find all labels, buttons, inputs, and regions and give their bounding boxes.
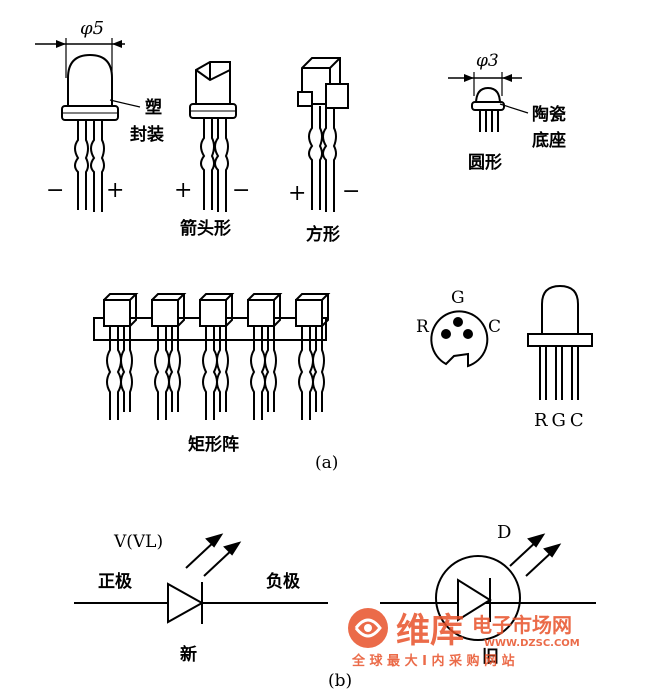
d-label: D [497,522,511,543]
new-caption: 新 [180,644,197,665]
pin-r: R [416,317,430,337]
led-square [297,57,349,212]
negative-label: 负极 [266,571,300,592]
phi5-label: φ5 [80,18,104,39]
pin-g: G [451,288,465,308]
plastic-label-2: 封装 [130,124,164,145]
arrow-plus: + [174,178,192,203]
led-matrix [93,293,331,420]
ceramic-label-1: 陶瓷 [532,104,566,125]
watermark-brand: 维库 [396,611,464,651]
led-symbol-new [74,533,328,624]
watermark-slogan: 全 球 最 大 I 内 采 购 网 站 [351,653,515,669]
phi3-label: φ3 [476,51,499,71]
led-symbol-old [380,533,596,641]
led1-minus: − [46,178,64,203]
positive-label: 正极 [98,572,132,592]
led-round-5mm [35,38,141,212]
old-caption: 旧 [482,647,499,667]
led-rgb-top-view [430,310,489,368]
led1-plus: + [106,178,124,203]
watermark-url: WWW.DZSC.COM [484,638,580,649]
rgc-label: RGC [534,410,588,431]
watermark-brand-suffix: 电子市场网 [472,613,572,637]
led-arrow-head [189,61,237,212]
plastic-label-1: 塑 [145,97,162,118]
round-caption: 圆形 [468,152,502,173]
matrix-caption: 矩形阵 [188,434,239,455]
square-caption: 方形 [306,224,340,245]
panel-b-label: (b) [328,671,352,691]
led-rgb-side-view [527,284,593,400]
square-minus: − [342,179,360,204]
vvl-label: V(VL) [113,532,163,552]
panel-a-label: (a) [315,453,338,473]
led-round-3mm [448,72,529,132]
arrow-minus: − [232,178,250,203]
arrow-caption: 箭头形 [180,218,231,239]
ceramic-label-2: 底座 [532,130,566,151]
pin-c: C [488,317,501,337]
dzsc-watermark: 维库 电子市场网 WWW.DZSC.COM 全 球 最 大 I 内 采 购 网 … [348,608,580,669]
square-plus: + [288,181,306,206]
